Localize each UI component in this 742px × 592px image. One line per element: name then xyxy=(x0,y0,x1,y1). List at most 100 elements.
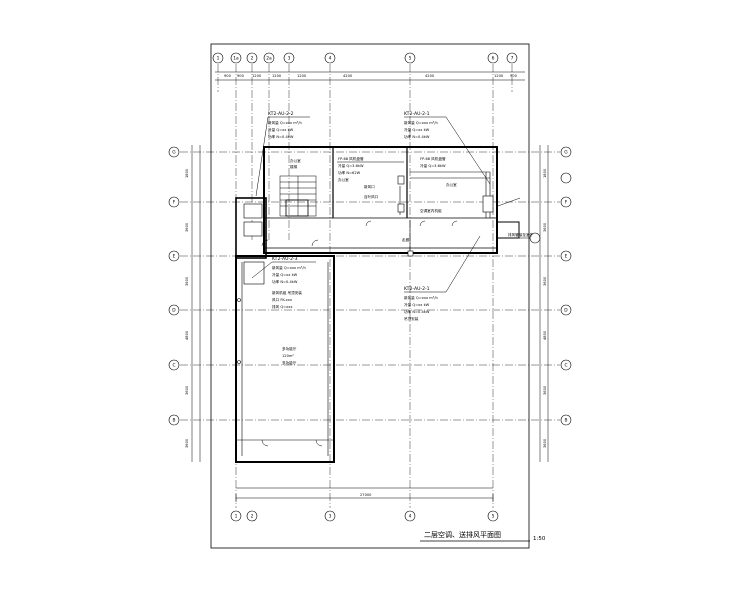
hall-area: 120m² xyxy=(282,354,294,358)
dim-left-1: 1800 xyxy=(185,168,189,178)
axis-right-5: C xyxy=(564,363,567,369)
dim-left-6: 3600 xyxy=(185,438,189,448)
axis-right-4: D xyxy=(564,308,568,314)
callout-kt2-2: KT2-AU-2-2 新风量 Q=xxx m³/h 冷量 Q=xx kW 功率 … xyxy=(268,111,302,139)
callout-kt2-3-id: KT2-AU-2-3 xyxy=(272,256,298,262)
title-block: 二层空调、送排风平面图 1:50 xyxy=(420,530,546,542)
duct-note: 排风管接至室外 xyxy=(508,232,534,237)
grille-label: 百叶风口 xyxy=(364,194,379,199)
dim-left-4: 4800 xyxy=(185,330,189,340)
dim-top-4: 1200 xyxy=(272,74,282,78)
callout-kt2-1-top-line-1: 新风量 Q=xxx m³/h xyxy=(404,120,438,125)
left-grid-bubbles xyxy=(168,146,180,426)
top-dimension-labels: 900 900 1200 1200 1200 4200 4200 1200 90… xyxy=(224,74,518,78)
dim-right-5: 3600 xyxy=(543,385,547,395)
axis-right-1: G xyxy=(564,150,568,156)
dim-top-5: 1200 xyxy=(297,74,307,78)
building-walls xyxy=(235,146,520,463)
bottom-grid-labels: 1 2 3 4 5 xyxy=(235,514,495,520)
room-notes: 办公室 楼梯 FP-68 风机盘管 冷量 Q=3.6kW 功率 N=62W 办公… xyxy=(282,156,534,365)
callout-leaders xyxy=(251,116,530,293)
axis-left-1: G xyxy=(172,150,176,156)
top-grid-labels: 1 1a 2 2a 3 4 5 6 7 xyxy=(217,56,514,62)
axis-top-3: 2 xyxy=(251,56,254,62)
dim-right-6: 3600 xyxy=(543,438,547,448)
callout-kt2-3-line-4: 新风机组 吊顶安装 xyxy=(272,290,302,295)
dim-top-8: 1200 xyxy=(494,74,504,78)
dim-top-1: 900 xyxy=(224,74,232,78)
fcu-b-line-2: 冷量 Q=3.6kW xyxy=(420,163,446,168)
axis-top-9: 7 xyxy=(511,56,514,62)
dim-top-2: 900 xyxy=(237,74,245,78)
axis-top-7: 5 xyxy=(409,56,412,62)
callout-kt2-3: KT2-AU-2-3 新风量 Q=xxx m³/h 冷量 Q=xx kW 功率 … xyxy=(272,256,306,309)
top-grid-bubbles xyxy=(212,52,518,64)
left-dimension-labels: 1800 3600 3600 4800 3600 3600 xyxy=(185,168,189,448)
dim-right-4: 4800 xyxy=(543,330,547,340)
callout-kt2-1-bottom-line-3: 功率 N=0.4kW xyxy=(404,309,430,314)
dim-bottom-total: 27000 xyxy=(360,493,372,497)
callout-kt2-3-line-1: 新风量 Q=xxx m³/h xyxy=(272,265,306,270)
dim-right-1: 1800 xyxy=(543,168,547,178)
axis-top-6: 4 xyxy=(329,56,332,62)
axis-left-5: C xyxy=(172,363,175,369)
dim-top-7: 4200 xyxy=(425,74,435,78)
dim-top-6: 4200 xyxy=(343,74,353,78)
dim-top-9: 900 xyxy=(510,74,518,78)
stair-label: 楼梯 xyxy=(290,164,298,169)
bottom-grid-bubbles xyxy=(230,510,499,522)
callout-kt2-2-id: KT2-AU-2-2 xyxy=(268,111,294,117)
stair-symbol xyxy=(279,175,317,217)
left-dimension-chain xyxy=(191,145,201,462)
callout-kt2-3-line-6: 排风 Q=xxx xyxy=(272,304,293,309)
axis-bottom-2: 2 xyxy=(251,514,254,520)
room-office-a: 办公室 xyxy=(290,158,301,163)
axis-top-5: 3 xyxy=(288,56,291,62)
axis-right-6: B xyxy=(564,418,567,424)
dim-left-2: 3600 xyxy=(185,222,189,232)
corridor-label: 走廊 xyxy=(402,237,410,242)
axis-top-2: 1a xyxy=(233,56,239,62)
right-grid-labels: G F E D C B xyxy=(564,150,568,424)
callout-kt2-3-line-3: 功率 N=0.4kW xyxy=(272,279,298,284)
callout-kt2-1-top-line-2: 冷量 Q=xx kW xyxy=(404,127,430,132)
callout-kt2-1-bottom: KT2-AU-2-1 新风量 Q=xxx m³/h 冷量 Q=xx kW 功率 … xyxy=(404,286,438,321)
right-grid-bubbles xyxy=(529,146,572,426)
callout-kt2-3-line-2: 冷量 Q=xx kW xyxy=(272,272,298,277)
corridor-openings xyxy=(261,220,458,447)
right-dimension-chain xyxy=(539,145,549,462)
axis-top-8: 6 xyxy=(492,56,495,62)
room-office-b: 办公室 xyxy=(338,177,349,182)
hall-note: 多功能厅 xyxy=(282,360,297,365)
axis-left-2: F xyxy=(173,200,176,206)
bottom-dimension-chain xyxy=(235,487,494,502)
sheet-border xyxy=(210,43,530,549)
dim-right-2: 3600 xyxy=(543,222,547,232)
callout-kt2-2-line-2: 冷量 Q=xx kW xyxy=(268,127,294,132)
right-dimension-labels: 1800 3600 3600 4800 3600 3600 xyxy=(543,168,547,448)
callout-kt2-1-bottom-line-2: 冷量 Q=xx kW xyxy=(404,302,430,307)
fcu-a-line-1: FP-68 风机盘管 xyxy=(338,156,364,161)
fcu-a-line-2: 冷量 Q=3.6kW xyxy=(338,163,364,168)
hall-label: 多功能厅 xyxy=(282,346,297,351)
dim-left-3: 3600 xyxy=(185,276,189,286)
axis-right-2: F xyxy=(565,200,568,206)
axis-top-4: 2a xyxy=(266,56,272,62)
callout-kt2-3-line-5: 风口 FK-xxx xyxy=(272,298,293,302)
callout-kt2-1-top-line-3: 功率 N=0.4kW xyxy=(404,134,430,139)
dim-left-5: 3600 xyxy=(185,385,189,395)
axis-bottom-1: 1 xyxy=(235,514,238,520)
axis-right-3: E xyxy=(565,254,568,260)
room-small-label: 新风口 xyxy=(364,184,375,189)
drawing-scale: 1:50 xyxy=(533,536,546,542)
axis-top-1: 1 xyxy=(217,56,220,62)
axis-left-6: B xyxy=(172,418,175,424)
dim-right-3: 3600 xyxy=(543,276,547,286)
fcu-a-line-3: 功率 N=62W xyxy=(338,170,361,175)
axis-bottom-5: 5 xyxy=(492,514,495,520)
left-grid-labels: G F E D C B xyxy=(172,150,176,424)
ductwork xyxy=(337,161,491,252)
axis-bottom-3: 3 xyxy=(329,514,332,520)
callout-kt2-1-bottom-line-1: 新风量 Q=xxx m³/h xyxy=(404,295,438,300)
